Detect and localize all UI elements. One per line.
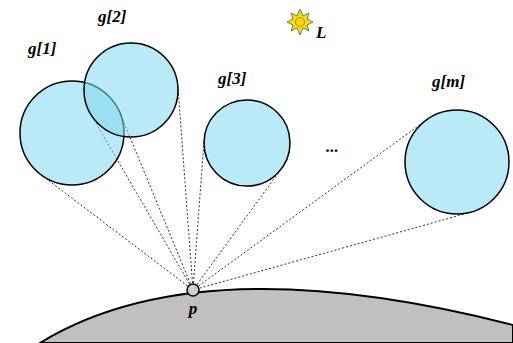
sphere-label: g[1] (28, 40, 56, 59)
tangent-line (120, 113, 190, 283)
occluder-sphere: g[3] (203, 99, 291, 187)
ellipsis-label: ... (326, 138, 339, 157)
point-label: p (189, 300, 198, 319)
tangent-line (41, 174, 188, 285)
light-label: L (316, 24, 326, 43)
tangent-line (200, 212, 471, 288)
surface-point: p (186, 283, 200, 297)
node-outline (83, 42, 179, 138)
node-outline (186, 283, 200, 297)
surface (40, 289, 513, 343)
node-outline (404, 109, 510, 215)
occluder-sphere: g[2] (83, 42, 179, 138)
light-source-sun (287, 9, 313, 35)
sphere-label: g[2] (98, 8, 126, 27)
occluder-sphere: g[m] (404, 109, 510, 215)
node-outline (203, 99, 291, 187)
sphere-label: g[3] (218, 70, 246, 89)
sphere-label: g[m] (432, 73, 465, 92)
tangent-line (178, 87, 193, 284)
tangent-line (194, 140, 205, 283)
